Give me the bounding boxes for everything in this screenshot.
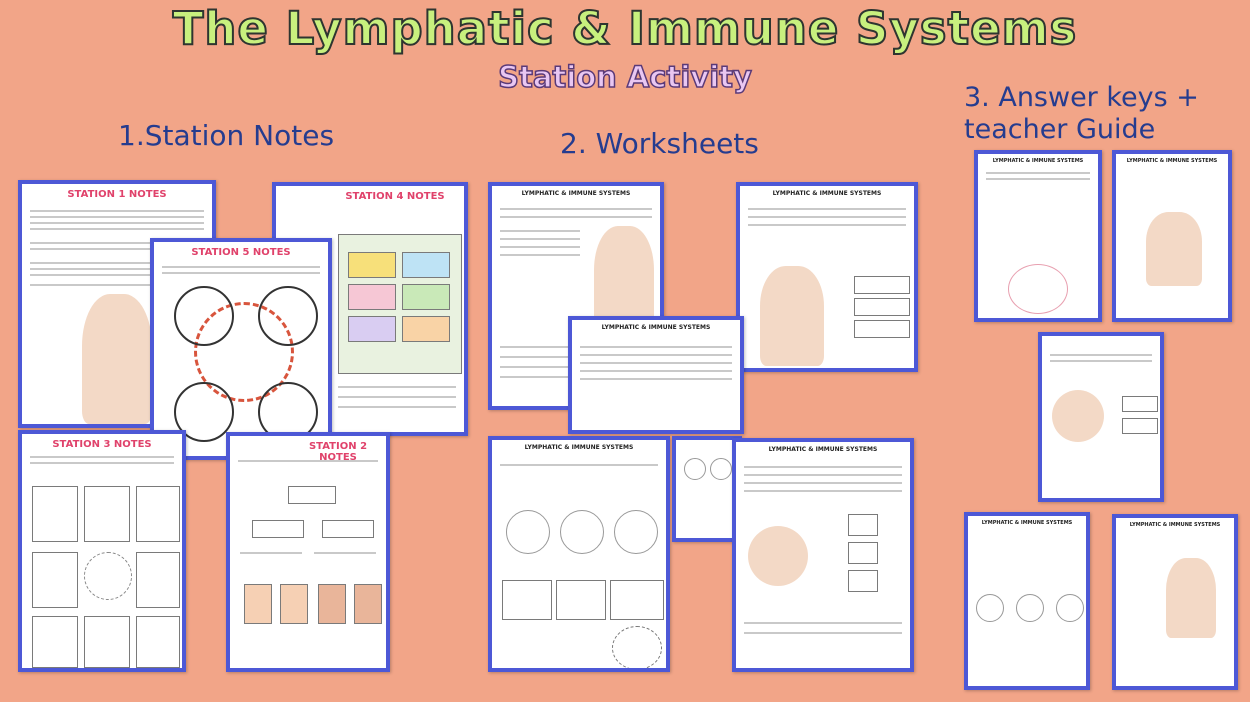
station-2-notes-sheet: STATION 2 NOTES — [226, 432, 390, 672]
worksheet-lymph-structures — [672, 436, 742, 542]
answer-key-2-header: LYMPHATIC & IMMUNE SYSTEMS — [1126, 158, 1218, 164]
station-3-title: STATION 3 NOTES — [52, 439, 152, 450]
station-1-title: STATION 1 NOTES — [67, 189, 167, 200]
answer-key-5-header: LYMPHATIC & IMMUNE SYSTEMS — [1129, 522, 1221, 528]
station-5-title: STATION 5 NOTES — [191, 247, 291, 258]
answer-key-1-header: LYMPHATIC & IMMUNE SYSTEMS — [992, 158, 1084, 164]
immunity-cycle-ring — [194, 302, 294, 402]
station-3-notes-sheet: STATION 3 NOTES — [18, 430, 186, 672]
worksheet-3-header: LYMPHATIC & IMMUNE SYSTEMS — [601, 324, 711, 331]
station-5-notes-sheet: STATION 5 NOTES — [150, 238, 332, 460]
station-notes-heading: 1.Station Notes — [118, 119, 335, 152]
worksheet-4-header: LYMPHATIC & IMMUNE SYSTEMS — [524, 444, 634, 451]
answer-key-5: LYMPHATIC & IMMUNE SYSTEMS — [1112, 514, 1238, 690]
page-subtitle: Station Activity — [497, 59, 752, 95]
worksheet-vaccine: LYMPHATIC & IMMUNE SYSTEMS — [732, 438, 914, 672]
answer-key-1: LYMPHATIC & IMMUNE SYSTEMS — [974, 150, 1102, 322]
answer-key-3 — [1038, 332, 1164, 502]
worksheets-heading: 2. Worksheets — [560, 127, 759, 160]
worksheet-2-header: LYMPHATIC & IMMUNE SYSTEMS — [772, 190, 882, 197]
answer-key-4-header: LYMPHATIC & IMMUNE SYSTEMS — [981, 520, 1073, 526]
page-title: The Lymphatic & Immune Systems — [172, 1, 1078, 56]
answer-keys-heading: 3. Answer keys + teacher Guide — [964, 82, 1199, 145]
worksheet-1-header: LYMPHATIC & IMMUNE SYSTEMS — [521, 190, 631, 197]
worksheet-lymphatic-organs-2: LYMPHATIC & IMMUNE SYSTEMS — [568, 316, 744, 434]
answer-key-2: LYMPHATIC & IMMUNE SYSTEMS — [1112, 150, 1232, 322]
worksheet-disorders: LYMPHATIC & IMMUNE SYSTEMS — [488, 436, 670, 672]
station-2-title: STATION 2 NOTES — [308, 441, 368, 463]
answer-key-4: LYMPHATIC & IMMUNE SYSTEMS — [964, 512, 1090, 690]
station-4-title: STATION 4 NOTES — [345, 191, 445, 202]
worksheet-5-header: LYMPHATIC & IMMUNE SYSTEMS — [768, 446, 878, 453]
worksheet-immune-response: LYMPHATIC & IMMUNE SYSTEMS — [736, 182, 918, 372]
